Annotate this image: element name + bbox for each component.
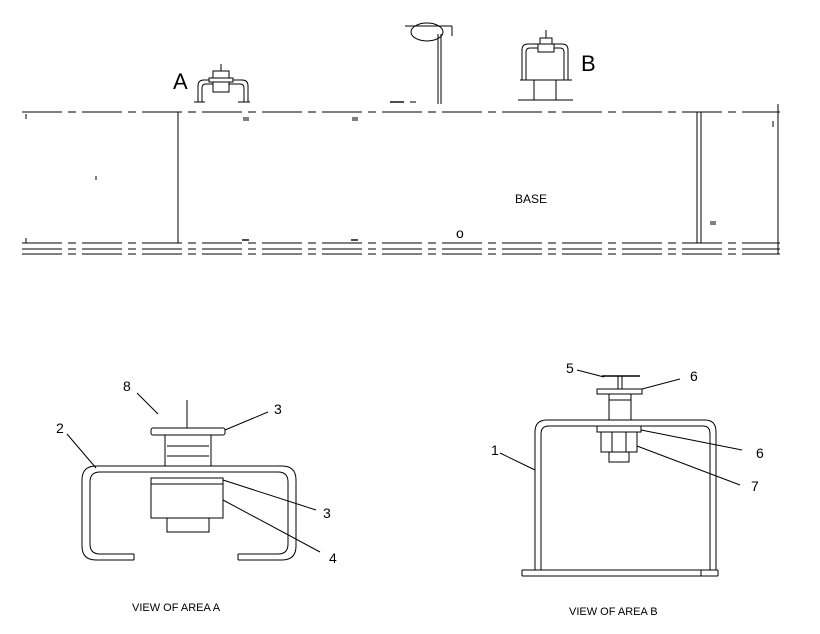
callout-7: 7 xyxy=(751,478,759,494)
callout-2: 2 xyxy=(56,420,64,436)
callout-6-upper: 6 xyxy=(690,368,698,384)
base-label: BASE xyxy=(515,192,547,206)
bracket-b-detail xyxy=(518,30,573,101)
view-a-caption: VIEW OF AREA A xyxy=(132,602,221,614)
area-b-label: B xyxy=(581,51,596,76)
base-frame xyxy=(22,104,780,255)
leader-7 xyxy=(636,445,741,486)
leader-3b xyxy=(222,479,317,511)
callout-3-upper: 3 xyxy=(274,401,282,417)
callout-4: 4 xyxy=(329,550,337,566)
view-b-drawing xyxy=(521,375,719,577)
bracket-a-detail xyxy=(194,64,250,103)
callout-1: 1 xyxy=(491,442,499,458)
base-marker: o xyxy=(456,225,464,241)
leader-5 xyxy=(576,369,605,378)
callout-5: 5 xyxy=(566,360,574,376)
leader-1 xyxy=(499,452,536,471)
view-b-caption: VIEW OF AREA B xyxy=(569,606,658,618)
callout-3-lower: 3 xyxy=(323,505,331,521)
area-a-label: A xyxy=(173,69,188,94)
callout-6-lower: 6 xyxy=(756,445,764,461)
view-a-drawing xyxy=(81,400,297,561)
leader-8 xyxy=(136,392,159,415)
callout-8: 8 xyxy=(123,378,131,394)
leader-6a xyxy=(641,378,681,390)
leader-2 xyxy=(66,433,97,469)
leader-3a xyxy=(224,411,269,431)
center-post xyxy=(390,22,453,104)
leader-4 xyxy=(222,499,321,553)
leader-6b xyxy=(640,429,743,451)
